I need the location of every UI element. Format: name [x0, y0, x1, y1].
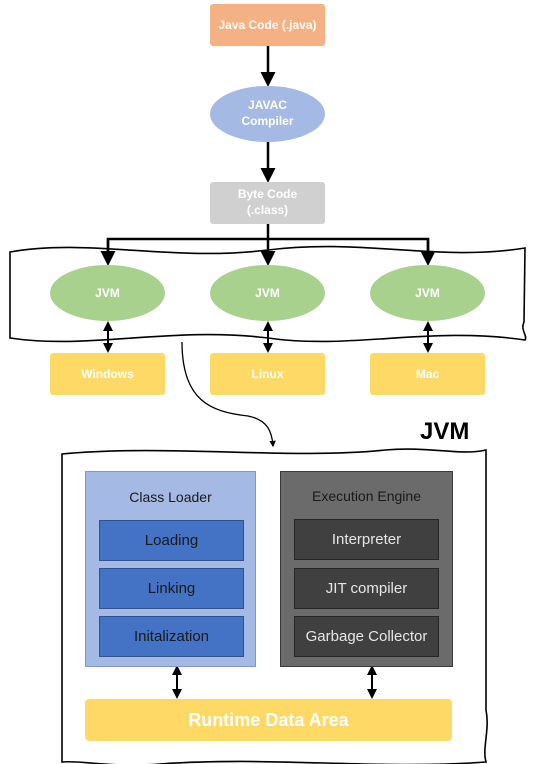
execution-engine-stage-gc: Garbage Collector: [294, 616, 439, 657]
execution-engine-stage-jit: JIT compiler: [294, 568, 439, 609]
jvm-node-mac: JVM: [370, 265, 485, 321]
class-loader-title: Class Loader: [129, 489, 212, 505]
execution-engine-stage-interpreter: Interpreter: [294, 519, 439, 560]
jvm-detail-title: JVM: [420, 418, 470, 445]
os-node-mac: Mac: [370, 353, 485, 395]
jvm-node-windows: JVM: [50, 265, 165, 321]
class-loader-stage-initialization: Initalization: [99, 616, 244, 657]
class-loader-stage-loading: Loading: [99, 520, 244, 561]
class-loader-panel: Class Loader Loading Linking Initalizati…: [85, 471, 256, 667]
os-node-windows: Windows: [50, 353, 165, 395]
execution-engine-panel: Execution Engine Interpreter JIT compile…: [280, 471, 453, 667]
jvm-label: JVM: [255, 286, 280, 300]
jvm-node-linux: JVM: [210, 265, 325, 321]
zoom-connector: [181, 341, 276, 448]
javac-compiler-node: JAVAC Compiler: [210, 86, 325, 142]
execution-engine-title: Execution Engine: [312, 488, 421, 504]
os-label: Mac: [415, 367, 440, 381]
java-source-label: Java Code (.java): [218, 18, 317, 32]
jvm-label: JVM: [95, 286, 120, 300]
runtime-data-area: Runtime Data Area: [85, 699, 452, 741]
platforms-frame: [9, 245, 527, 343]
bytecode-label-line1: Byte Code: [237, 187, 298, 202]
class-loader-stage-linking: Linking: [99, 568, 244, 609]
javac-label-line2: Compiler: [241, 114, 294, 128]
jvm-label: JVM: [415, 286, 440, 300]
bytecode-node: Byte Code (.class): [210, 182, 325, 224]
java-source-node: Java Code (.java): [210, 4, 325, 46]
os-label: Linux: [251, 367, 284, 381]
os-label: Windows: [81, 367, 134, 381]
bytecode-label-line2: (.class): [246, 203, 289, 217]
os-node-linux: Linux: [210, 353, 325, 395]
javac-label-line1: JAVAC: [248, 98, 287, 113]
